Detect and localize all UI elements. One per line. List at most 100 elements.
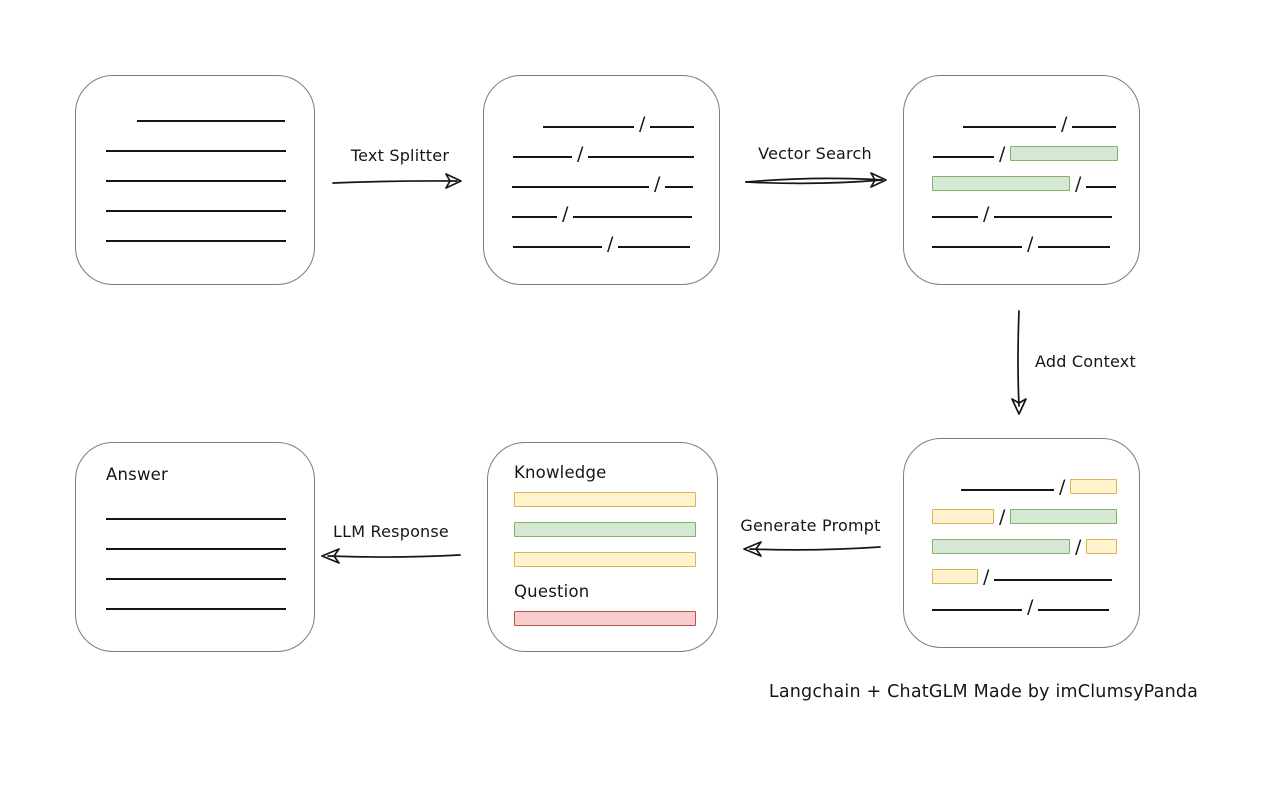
question-label: Question bbox=[514, 582, 590, 601]
text-line bbox=[106, 150, 286, 152]
green-highlight-chip bbox=[932, 539, 1070, 554]
slash-separator: / bbox=[1027, 233, 1034, 255]
text-line bbox=[1038, 246, 1111, 248]
chunk-row: / bbox=[932, 158, 1117, 195]
text-line bbox=[137, 120, 285, 122]
text-line bbox=[106, 548, 286, 550]
credit-caption: Langchain + ChatGLM Made by imClumsyPand… bbox=[768, 682, 1199, 702]
add-context-arrow bbox=[1011, 310, 1027, 415]
text-line bbox=[573, 216, 693, 218]
context-chunks-box: / / / / / bbox=[903, 438, 1140, 648]
chunk-row: / bbox=[512, 218, 695, 255]
text-line bbox=[106, 240, 286, 242]
slash-separator: / bbox=[577, 143, 584, 165]
text-line bbox=[512, 186, 649, 188]
prompt-content: Knowledge Question bbox=[514, 463, 696, 641]
slash-separator: / bbox=[562, 203, 569, 225]
answer-box: Answer bbox=[75, 442, 315, 652]
slash-separator: / bbox=[983, 203, 990, 225]
chunk-row: / bbox=[932, 128, 1119, 165]
text-line bbox=[1072, 126, 1117, 128]
yellow-highlight-chip bbox=[932, 569, 978, 584]
green-bar bbox=[514, 522, 696, 537]
searched-chunk-rows: / / / / / bbox=[932, 98, 1119, 255]
green-highlight-chip bbox=[1010, 146, 1119, 161]
add-context-label: Add Context bbox=[1035, 352, 1136, 371]
slash-separator: / bbox=[654, 173, 661, 195]
chunk-row: / bbox=[932, 581, 1115, 618]
chunk-row: / bbox=[932, 218, 1115, 255]
text-line bbox=[513, 156, 572, 158]
yellow-highlight-chip bbox=[1070, 479, 1118, 494]
chunk-row: / bbox=[512, 188, 695, 225]
text-line bbox=[512, 216, 557, 218]
text-line bbox=[994, 216, 1113, 218]
text-line bbox=[543, 126, 634, 128]
slash-separator: / bbox=[999, 143, 1006, 165]
vector-search-label: Vector Search bbox=[758, 144, 872, 163]
text-line bbox=[106, 518, 286, 520]
green-highlight-chip bbox=[932, 176, 1070, 191]
slash-separator: / bbox=[983, 566, 990, 588]
answer-lines bbox=[106, 518, 286, 638]
generate-prompt-arrow bbox=[743, 541, 881, 557]
text-line bbox=[665, 186, 694, 188]
chunk-row: / bbox=[512, 128, 695, 165]
text-line bbox=[994, 579, 1113, 581]
yellow-bar bbox=[514, 552, 696, 567]
text-line bbox=[1038, 609, 1110, 611]
slash-separator: / bbox=[1075, 173, 1082, 195]
chunk-row: / bbox=[932, 461, 1118, 498]
chunk-row: / bbox=[512, 98, 695, 135]
context-chunk-rows: / / / / / bbox=[932, 461, 1118, 618]
slash-separator: / bbox=[607, 233, 614, 255]
slash-separator: / bbox=[1059, 476, 1066, 498]
chunk-row: / bbox=[932, 188, 1115, 225]
chunk-row: / bbox=[512, 158, 695, 195]
text-line bbox=[106, 180, 286, 182]
text-line bbox=[650, 126, 695, 128]
yellow-highlight-chip bbox=[1086, 539, 1118, 554]
yellow-highlight-chip bbox=[932, 509, 994, 524]
chunk-row: / bbox=[932, 491, 1118, 528]
slash-separator: / bbox=[1027, 596, 1034, 618]
text-line bbox=[961, 489, 1054, 491]
chunk-row: / bbox=[932, 521, 1118, 558]
slash-separator: / bbox=[999, 506, 1006, 528]
text-line bbox=[618, 246, 691, 248]
slash-separator: / bbox=[1061, 113, 1068, 135]
text-line bbox=[588, 156, 695, 158]
vector-search-arrow bbox=[745, 172, 887, 188]
generate-prompt-label: Generate Prompt bbox=[740, 516, 881, 535]
text-line bbox=[932, 246, 1022, 248]
split-chunk-rows: / / / / / bbox=[512, 98, 695, 255]
split-chunks-box: / / / / / bbox=[483, 75, 720, 285]
knowledge-label: Knowledge bbox=[514, 463, 607, 482]
text-line bbox=[963, 126, 1056, 128]
knowledge-bars bbox=[514, 492, 696, 567]
text-line bbox=[106, 210, 286, 212]
text-line bbox=[106, 578, 286, 580]
red-bar bbox=[514, 611, 696, 626]
document-lines bbox=[106, 120, 286, 270]
text-line bbox=[932, 609, 1022, 611]
text-line bbox=[513, 246, 602, 248]
searched-chunks-box: / / / / / bbox=[903, 75, 1140, 285]
yellow-bar bbox=[514, 492, 696, 507]
text-line bbox=[933, 156, 994, 158]
chunk-row: / bbox=[932, 551, 1115, 588]
slash-separator: / bbox=[1075, 536, 1082, 558]
text-line bbox=[106, 608, 286, 610]
question-bars bbox=[514, 611, 696, 626]
text-splitter-arrow bbox=[332, 173, 462, 189]
answer-label: Answer bbox=[106, 465, 168, 484]
text-line bbox=[1086, 186, 1117, 188]
chunk-row: / bbox=[932, 98, 1117, 135]
document-box bbox=[75, 75, 315, 285]
slash-separator: / bbox=[639, 113, 646, 135]
text-splitter-label: Text Splitter bbox=[350, 146, 450, 165]
llm-response-label: LLM Response bbox=[333, 522, 449, 541]
text-line bbox=[932, 216, 978, 218]
green-highlight-chip bbox=[1010, 509, 1118, 524]
